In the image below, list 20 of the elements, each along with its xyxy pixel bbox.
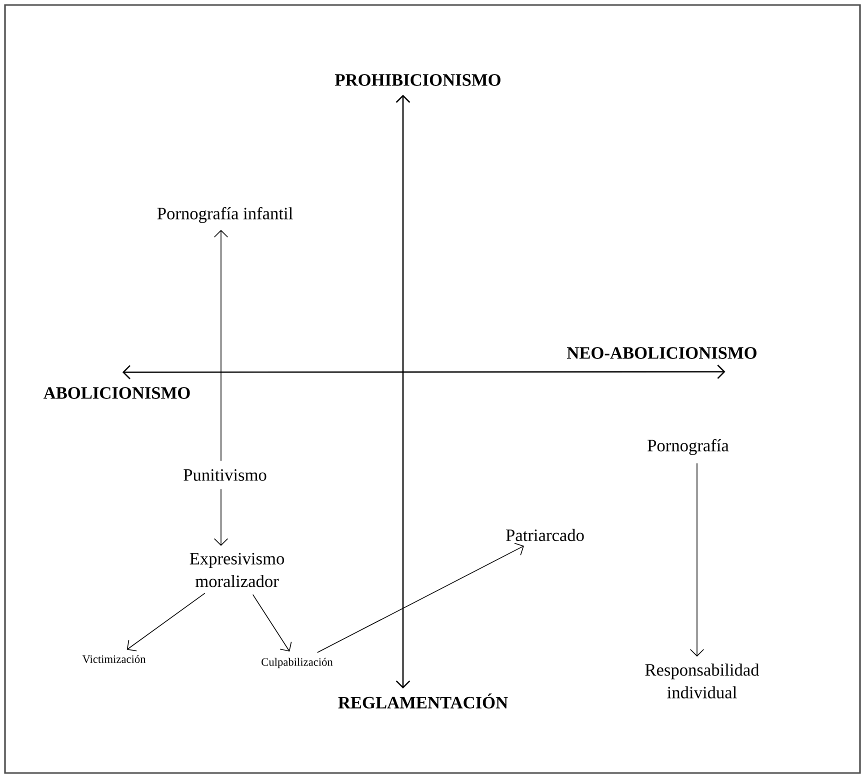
axis-label: ABOLICIONISMO	[44, 387, 190, 399]
axis-label: PROHIBICIONISMO	[335, 74, 500, 86]
arrow	[690, 462, 704, 657]
arrow	[252, 594, 292, 652]
concept-label: Responsabilidad individual	[645, 664, 760, 698]
concept-label: Culpabilización	[262, 658, 333, 668]
arrow	[126, 592, 206, 652]
concept-label: Expresivismo moralizador	[190, 552, 284, 588]
arrow	[396, 94, 410, 689]
concept-label: Victimización	[82, 654, 146, 664]
arrow	[214, 230, 228, 462]
concept-label: Patriarcado	[506, 528, 584, 542]
arrow	[122, 364, 726, 380]
axis-label: NEO-ABOLICIONISMO	[567, 347, 756, 359]
axis-label: REGLAMENTACIÓN	[338, 693, 508, 709]
arrow	[317, 542, 524, 653]
concept-label: Pornografía	[648, 439, 729, 455]
concept-label: Pornografía infantil	[157, 207, 293, 223]
concept-label: Punitivismo	[184, 469, 266, 481]
arrow	[214, 488, 228, 546]
